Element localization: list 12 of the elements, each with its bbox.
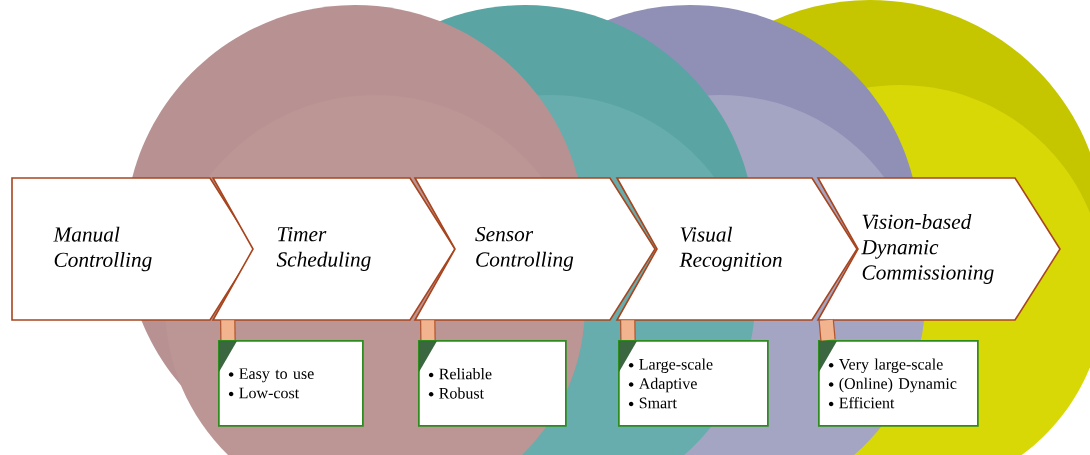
note-box: Large-scale Adaptive Smart (618, 340, 769, 427)
connector-tab (220, 320, 236, 341)
chevron-box: Timer Scheduling (211, 177, 456, 321)
chevron-box: Visual Recognition (615, 177, 858, 321)
connector-tab (620, 320, 636, 341)
note-box: Very large-scale (Online) Dynamic Efficient (818, 340, 979, 427)
chevron-box: Sensor Controlling (413, 177, 656, 321)
connector-tab (818, 319, 836, 341)
note-box: Reliable Robust (418, 340, 567, 427)
note-box: Easy to use Low-cost (218, 340, 364, 427)
chevron-box: Vision-based Dynamic Commissioning (816, 177, 1061, 321)
connector-tab (420, 320, 436, 341)
